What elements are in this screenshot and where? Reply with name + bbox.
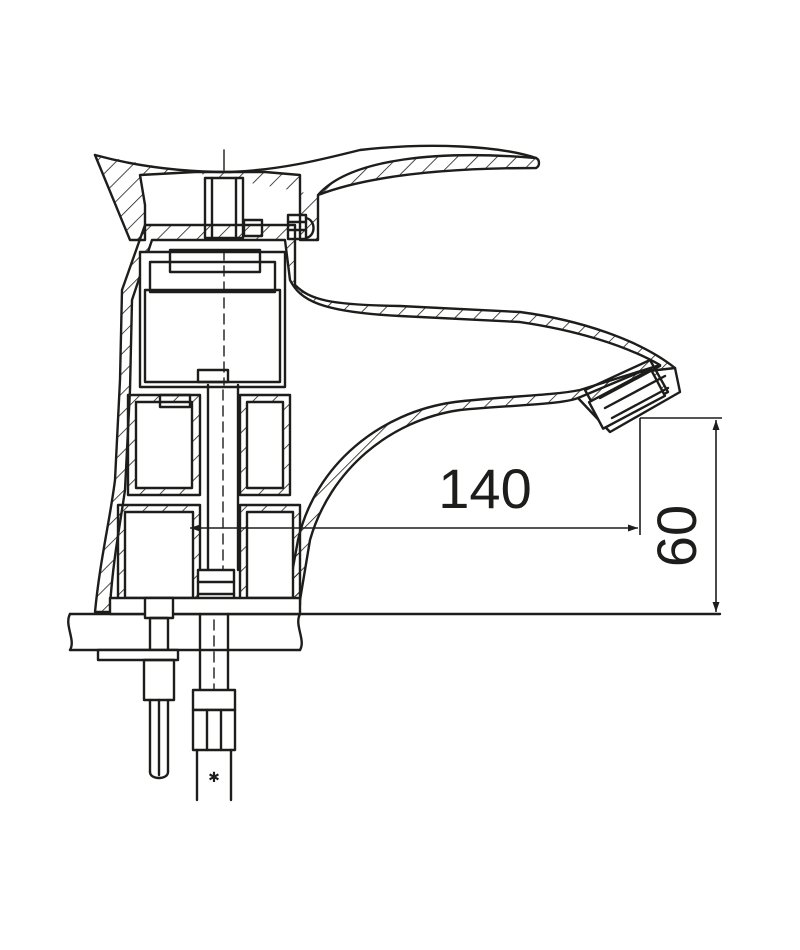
reach-dimension-label: 140 — [438, 457, 531, 520]
dimension-lines — [190, 417, 722, 612]
cartridge-housing — [138, 248, 287, 389]
height-dimension-label: 60 — [645, 505, 708, 567]
lower-cavities — [116, 393, 302, 607]
aerator — [576, 358, 682, 434]
mounting-stud — [96, 596, 180, 780]
flexible-hose: ✱ — [191, 612, 237, 802]
lever-handle — [93, 144, 541, 242]
svg-text:✱: ✱ — [208, 770, 220, 786]
